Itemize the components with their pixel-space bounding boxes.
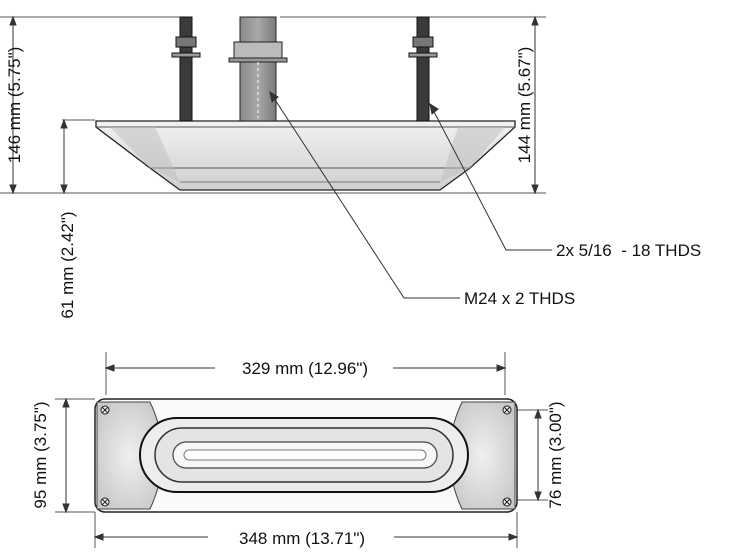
studs-thread-callout: 2x 5/16 - 18 THDS <box>556 241 701 260</box>
length-outer-label: 348 mm (13.71") <box>239 529 365 548</box>
side-view-extension-lines <box>0 16 546 194</box>
label-bg <box>208 527 394 547</box>
bottom-view-extension-lines <box>55 352 548 548</box>
transducer-bottom-view <box>94 398 518 513</box>
height-front-label: 144 mm (5.67") <box>515 47 534 164</box>
right-threaded-stud <box>408 16 438 122</box>
width-outer-label: 95 mm (3.75") <box>31 401 50 508</box>
label-bg <box>215 358 393 378</box>
screw-icon <box>100 405 512 507</box>
left-threaded-stud <box>171 16 201 122</box>
width-inner-label: 76 mm (3.00") <box>546 401 565 508</box>
height-total-label: 146 mm (5.75") <box>5 47 24 164</box>
transducer-housing-side <box>95 120 516 191</box>
length-inner-label: 329 mm (12.96") <box>242 359 368 378</box>
center-stud-m24 <box>228 16 288 122</box>
height-housing-label: 61 mm (2.42") <box>58 211 77 318</box>
side-view-dimension-lines <box>9 15 539 195</box>
center-stud-thread-callout: M24 x 2 THDS <box>464 289 575 308</box>
callout-leaders <box>269 90 552 299</box>
